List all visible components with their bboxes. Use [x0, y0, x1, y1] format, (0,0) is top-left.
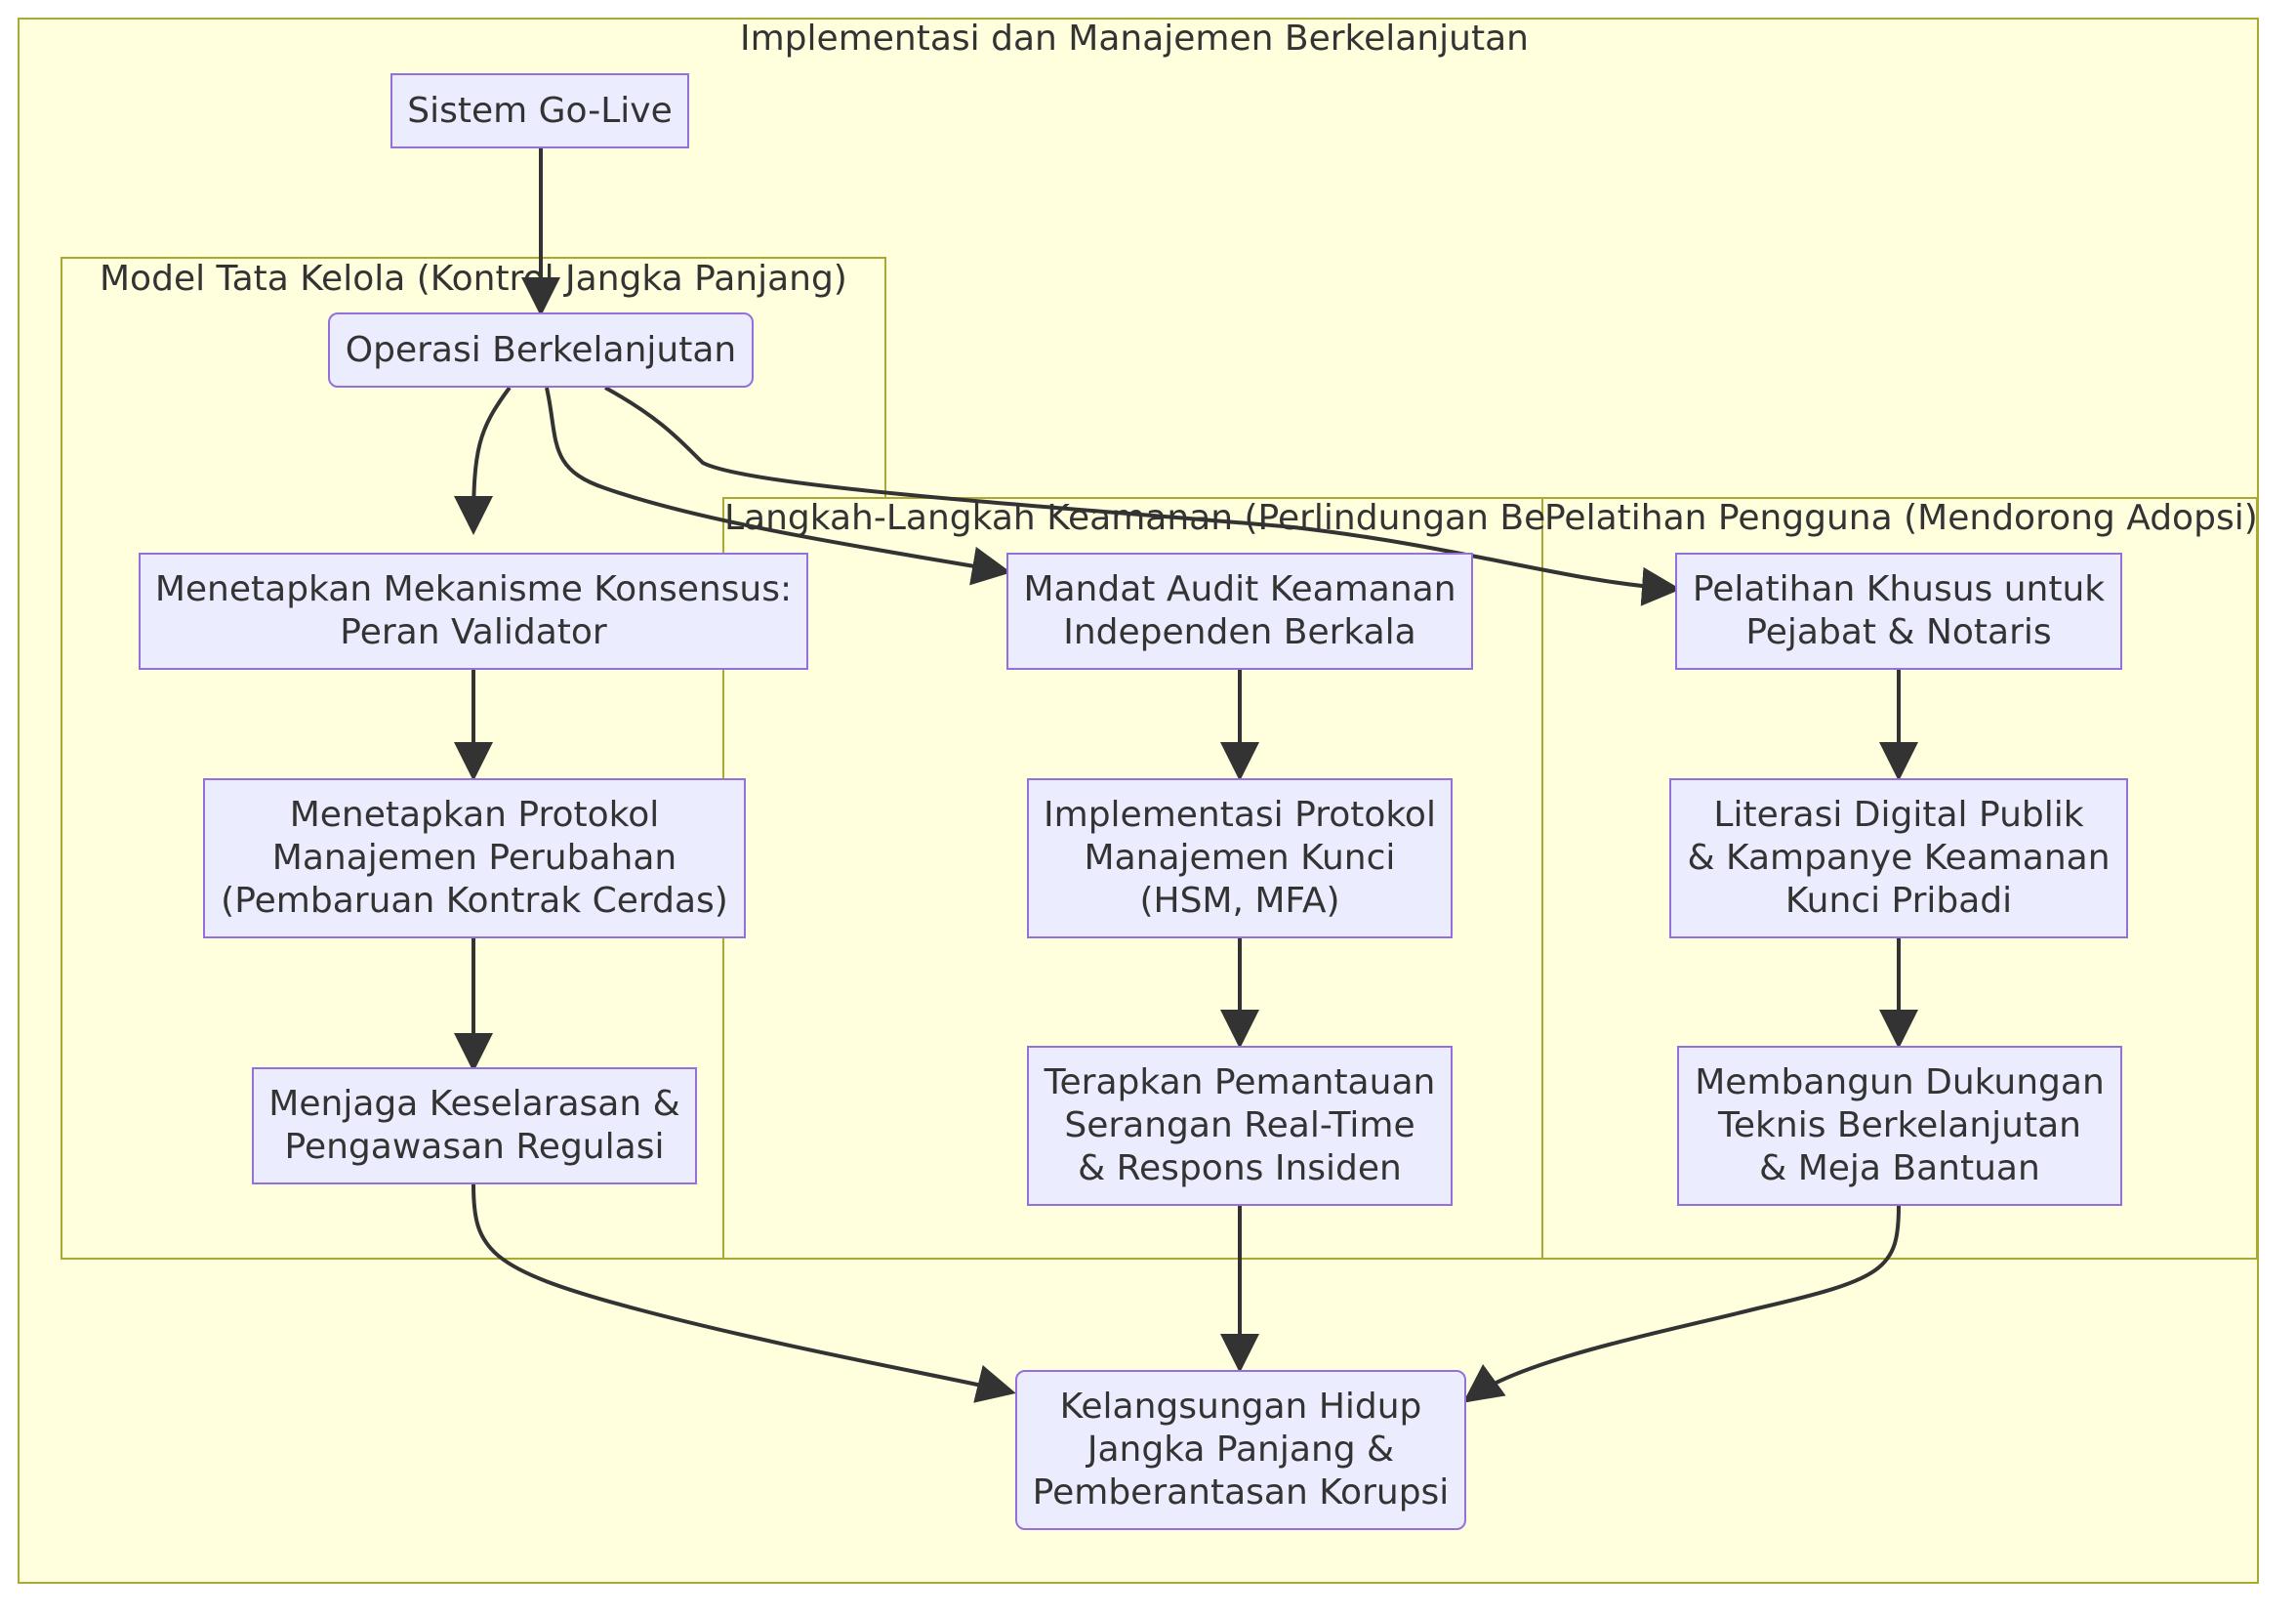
node-pemantauan-serangan: Terapkan Pemantauan Serangan Real-Time &… [1027, 1046, 1453, 1206]
edge-support-outcome [1462, 1205, 1901, 1403]
node-operasi-berkelanjutan: Operasi Berkelanjutan [328, 312, 754, 388]
node-sistem-go-live: Sistem Go-Live [390, 73, 689, 148]
node-manajemen-kunci: Implementasi Protokol Manajemen Kunci (H… [1027, 778, 1453, 938]
node-dukungan-teknis: Membangun Dukungan Teknis Berkelanjutan … [1677, 1046, 2122, 1206]
cluster-main-title: Implementasi dan Manajemen Berkelanjutan [740, 19, 1529, 59]
node-mekanisme-konsensus: Menetapkan Mekanisme Konsensus: Peran Va… [139, 553, 808, 670]
cluster-security-title: Langkah-Langkah Keamanan (Perlindungan B… [724, 498, 1546, 538]
edge-ops-officials [604, 386, 1681, 606]
edge-ops-audit [545, 387, 1011, 586]
cluster-governance-title: Model Tata Kelola (Kontrol Jangka Panjan… [100, 259, 847, 299]
edge-ops-consensus [454, 386, 512, 535]
edge-regulation-outcome [472, 1183, 1016, 1403]
node-manajemen-perubahan: Menetapkan Protokol Manajemen Perubahan … [203, 778, 746, 938]
node-kelangsungan-hidup: Kelangsungan Hidup Jangka Panjang & Pemb… [1015, 1370, 1466, 1530]
node-pelatihan-pejabat: Pelatihan Khusus untuk Pejabat & Notaris [1675, 553, 2122, 670]
cluster-training-title: Pelatihan Pengguna (Mendorong Adopsi) [1544, 498, 2258, 538]
node-pengawasan-regulasi: Menjaga Keselarasan & Pengawasan Regulas… [252, 1067, 697, 1184]
node-audit-keamanan: Mandat Audit Keamanan Independen Berkala [1006, 553, 1473, 670]
node-literasi-digital: Literasi Digital Publik & Kampanye Keama… [1669, 778, 2128, 938]
